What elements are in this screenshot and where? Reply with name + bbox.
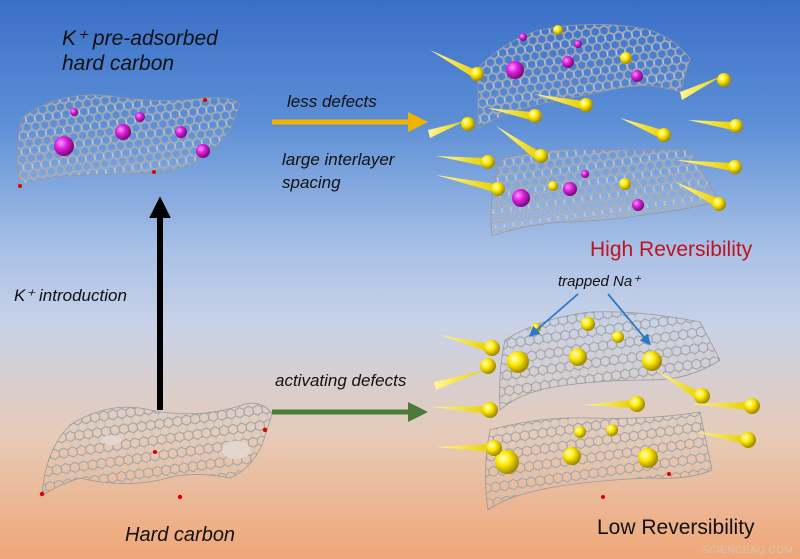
na-ion — [638, 448, 658, 468]
na-ion — [744, 398, 760, 414]
hard-carbon-label: Hard carbon — [125, 524, 236, 546]
interlayer-spacing-line1: large interlayer — [282, 150, 395, 169]
na-ion — [642, 351, 662, 371]
na-ion — [629, 396, 645, 412]
k-ion — [631, 70, 643, 82]
na-ion — [729, 119, 743, 133]
k-ion — [506, 61, 524, 79]
low-reversibility-sheets — [485, 311, 721, 511]
na-ion — [461, 117, 475, 131]
k-ion — [632, 199, 644, 211]
k-ion — [581, 170, 589, 178]
hard-carbon-sheet — [39, 402, 273, 500]
watermark: SCIENCEAQ.COM — [702, 545, 794, 556]
na-ion — [491, 182, 505, 196]
na-ion — [470, 67, 484, 81]
k-ion — [54, 136, 74, 156]
k-preadsorbed-title-line1: K⁺ pre-adsorbed — [62, 27, 218, 50]
na-ion — [484, 340, 500, 356]
k-ion — [70, 108, 78, 116]
na-ion-beams — [428, 50, 760, 456]
trapped-arrow-right — [607, 293, 651, 346]
na-ion — [740, 432, 756, 448]
na-ion — [579, 98, 593, 112]
interlayer-spacing-line2: spacing — [282, 173, 341, 192]
na-ion — [712, 197, 726, 211]
activating-defects-label: activating defects — [275, 371, 407, 390]
trapped-arrow-left — [528, 293, 579, 337]
na-ion — [482, 402, 498, 418]
na-ion — [694, 388, 710, 404]
na-ion — [619, 178, 631, 190]
na-ion — [486, 440, 502, 456]
na-ion — [495, 450, 519, 474]
na-ion — [569, 348, 587, 366]
k-ion — [563, 182, 577, 196]
na-ion — [581, 317, 595, 331]
na-ion — [528, 109, 542, 123]
high-reversibility-label: High Reversibility — [590, 238, 753, 261]
trapped-na-label: trapped Na⁺ — [558, 273, 641, 290]
na-ion — [620, 52, 632, 64]
na-ion — [548, 181, 558, 191]
k-ion — [512, 189, 530, 207]
k-ion — [135, 112, 145, 122]
k-ion — [562, 56, 574, 68]
na-ion — [574, 426, 586, 438]
na-ion — [606, 424, 618, 436]
high-reversibility-sheets — [477, 24, 719, 237]
k-ion — [519, 33, 527, 41]
k-ion — [574, 40, 582, 48]
na-ion — [480, 358, 496, 374]
na-ion — [612, 331, 624, 343]
na-ion — [563, 447, 581, 465]
k-preadsorbed-title: K⁺ pre-adsorbed hard carbon — [62, 26, 218, 76]
na-ion — [717, 73, 731, 87]
na-ion — [657, 128, 671, 142]
na-ion — [507, 351, 529, 373]
na-ion — [534, 149, 548, 163]
less-defects-label: less defects — [287, 92, 377, 111]
k-ion — [115, 124, 131, 140]
k-ion — [175, 126, 187, 138]
na-ion — [728, 160, 742, 174]
interlayer-spacing-label: large interlayer spacing — [282, 148, 394, 194]
k-ion — [196, 144, 210, 158]
na-ion — [481, 155, 495, 169]
k-introduction-label: K⁺ introduction — [14, 286, 127, 305]
na-ion — [553, 25, 563, 35]
k-preadsorbed-sheet — [17, 94, 241, 188]
low-reversibility-label: Low Reversibility — [597, 516, 755, 539]
k-preadsorbed-title-line2: hard carbon — [62, 52, 175, 75]
